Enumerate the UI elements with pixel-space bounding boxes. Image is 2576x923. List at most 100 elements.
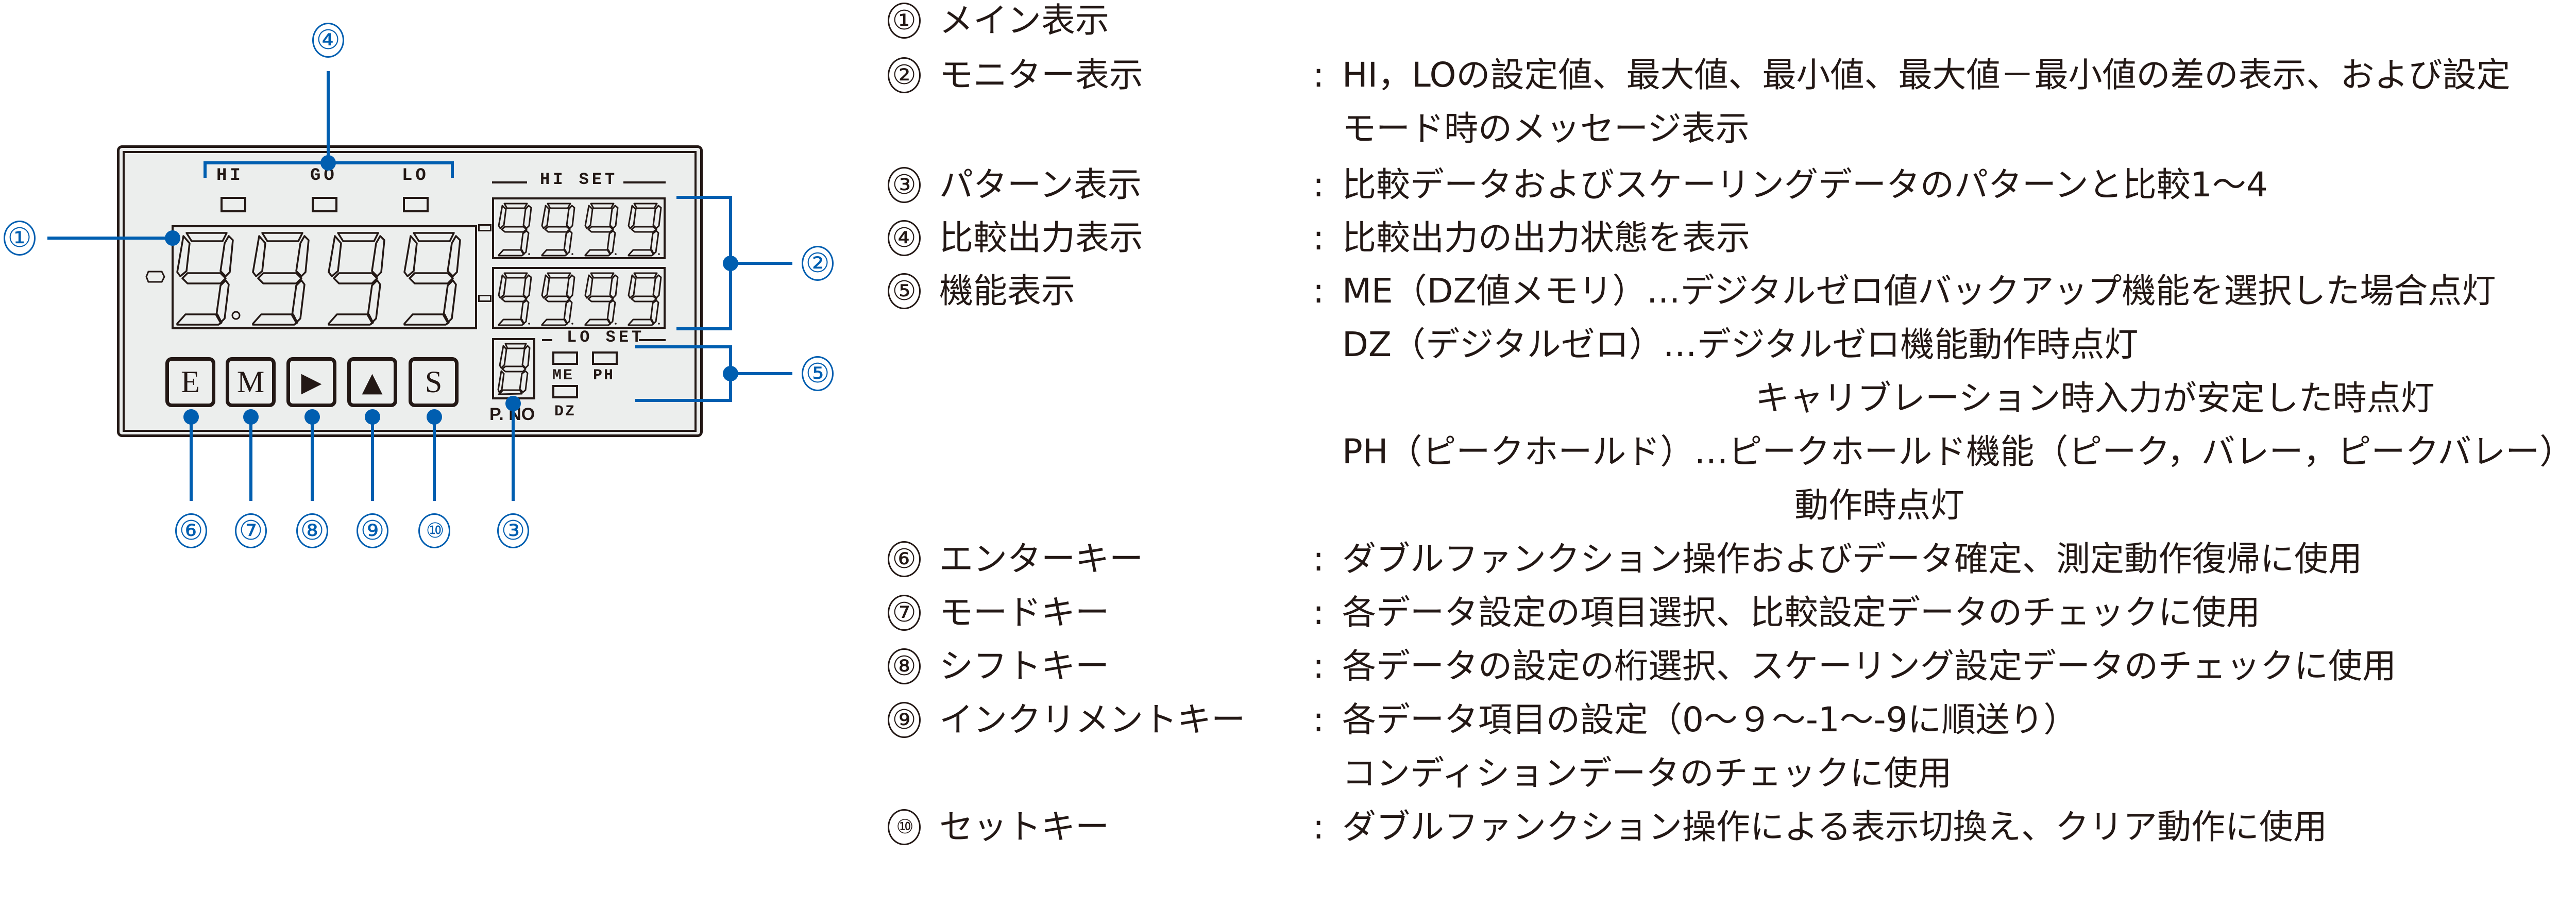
legend-name-6: エンターキー <box>939 539 1143 579</box>
callout-2-bracket-top <box>676 196 732 199</box>
callout-3-leader <box>512 404 515 501</box>
set-display-digits <box>498 203 662 326</box>
legend-name-10: セットキー <box>939 807 1109 847</box>
callout-6: ⑥ <box>175 513 207 548</box>
callout-9-leader <box>371 417 374 501</box>
ph-led <box>592 351 618 365</box>
pattern-digit-eight <box>497 343 531 395</box>
go-led <box>312 197 337 212</box>
callout-5-leader <box>731 372 792 375</box>
callout-6-leader <box>190 417 193 501</box>
lo-set-display <box>492 267 666 329</box>
ph-label: PH <box>593 367 615 384</box>
legend-desc-2-line-2: モード時のメッセージ表示 <box>1342 109 1750 148</box>
legend-sep-3: : <box>1313 165 1325 205</box>
legend-sep-4: : <box>1313 218 1325 258</box>
hi-set-rule-left <box>492 181 527 183</box>
legend-sep-5: : <box>1313 271 1325 311</box>
legend-sep-6: : <box>1313 539 1325 579</box>
me-label: ME <box>552 367 574 384</box>
hi-set-rule-right <box>623 181 666 183</box>
lo-set-rule-left <box>542 339 552 341</box>
legend-num-8: ⑧ <box>888 648 921 684</box>
callout-10-leader <box>433 417 436 501</box>
callout-1-leader <box>47 237 171 240</box>
legend-desc-6: ダブルファンクション操作およびデータ確定、測定動作復帰に使用 <box>1342 539 2362 579</box>
lo-set-label: LO SET <box>567 328 645 347</box>
legend-name-5: 機能表示 <box>939 271 1075 311</box>
lo-led <box>403 197 429 212</box>
hi-led <box>221 197 246 212</box>
legend-desc-2-line-1: HI，LOの設定値、最大値、最小値、最大値－最小値の差の表示、および設定 <box>1342 55 2511 95</box>
legend-name-1: メイン表示 <box>939 1 1109 40</box>
callout-7-leader <box>249 417 252 501</box>
legend-desc-9-line-1: 各データ項目の設定（0～９～-1～-9に順送り） <box>1342 700 2078 740</box>
legend-desc-9-line-2: コンディションデータのチェックに使用 <box>1342 753 1952 793</box>
legend-name-7: モードキー <box>939 593 1109 632</box>
callout-1: ① <box>4 221 36 256</box>
legend-num-6: ⑥ <box>888 541 921 577</box>
legend-desc-5-ph-cont: 動作時点灯 <box>1794 485 1964 525</box>
dz-label: DZ <box>554 403 577 421</box>
legend-desc-5-dz-cont: キャリブレーション時入力が安定した時点灯 <box>1755 378 2435 418</box>
hi-set-display <box>492 197 666 259</box>
legend-desc-10: ダブルファンクション操作による表示切換え、クリア動作に使用 <box>1342 807 2328 847</box>
legend-desc-5-me: ME（DZ値メモリ）…デジタルゼロ値バックアップ機能を選択した場合点灯 <box>1342 271 2496 311</box>
legend-num-5: ⑤ <box>888 273 921 309</box>
increment-key[interactable]: ▲ <box>347 357 397 407</box>
callout-4-bracket-left <box>204 161 207 178</box>
legend-num-9: ⑨ <box>888 702 921 738</box>
callout-3: ③ <box>497 513 529 548</box>
callout-4-bracket-right <box>451 161 454 178</box>
shift-key[interactable]: ▶ <box>286 357 336 407</box>
callout-5-bracket-top <box>635 345 732 348</box>
legend-desc-7: 各データ設定の項目選択、比較設定データのチェックに使用 <box>1342 593 2260 632</box>
indicator-label-lo: LO <box>402 166 429 186</box>
callout-4-leader <box>327 71 330 164</box>
legend-sep-8: : <box>1313 646 1325 686</box>
callout-8-leader <box>311 417 314 501</box>
callout-8: ⑧ <box>296 513 328 548</box>
legend-name-8: シフトキー <box>939 646 1109 686</box>
callout-4: ④ <box>312 23 344 58</box>
callout-2-leader <box>731 262 792 265</box>
legend-num-4: ④ <box>888 220 921 256</box>
legend-sep-10: : <box>1313 807 1325 847</box>
mode-key[interactable]: M <box>226 357 276 407</box>
lo-set-rule-right <box>639 339 666 341</box>
legend-desc-3: 比較データおよびスケーリングデータのパターンと比較1～4 <box>1342 165 2268 205</box>
legend-desc-5-dz: DZ（デジタルゼロ）…デジタルゼロ機能動作時点灯 <box>1342 325 2139 364</box>
callout-2-dot <box>723 256 738 271</box>
legend-name-4: 比較出力表示 <box>939 218 1143 258</box>
legend-num-2: ② <box>888 57 921 93</box>
legend-name-2: モニター表示 <box>939 55 1143 95</box>
legend-num-10: ⑩ <box>888 809 921 845</box>
legend-num-7: ⑦ <box>888 595 921 631</box>
callout-9: ⑨ <box>357 513 388 548</box>
enter-key[interactable]: E <box>165 357 215 407</box>
front-panel-diagram: HI GO LO 9.999 HI SET <box>0 0 876 923</box>
callout-1-dot <box>165 230 180 246</box>
legend-desc-5-ph: PH（ピークホールド）…ピークホールド機能（ピーク，バレー，ピークバレー） <box>1342 432 2574 472</box>
legend-sep-2: : <box>1313 55 1325 95</box>
lo-set-connector <box>478 295 492 302</box>
callout-2: ② <box>802 246 834 281</box>
legend-desc-8: 各データの設定の桁選択、スケーリング設定データのチェックに使用 <box>1342 646 2396 686</box>
legend-num-1: ① <box>888 3 921 39</box>
callout-7: ⑦ <box>235 513 267 548</box>
minus-sign-segment <box>145 271 165 283</box>
main-display-digits <box>176 232 461 326</box>
hi-set-connector <box>478 224 492 231</box>
legend-sep-7: : <box>1313 593 1325 632</box>
callout-5-dot <box>723 366 738 381</box>
callout-2-bracket-bottom <box>676 327 732 330</box>
legend-name-3: パターン表示 <box>939 165 1142 205</box>
main-display <box>172 225 477 329</box>
hi-set-label: HI SET <box>540 170 618 189</box>
callout-5-bracket-bottom <box>635 399 732 402</box>
callout-4-dot <box>320 155 336 171</box>
callout-10: ⑩ <box>418 513 450 548</box>
set-key[interactable]: S <box>409 357 459 407</box>
dz-led <box>552 385 578 398</box>
legend-num-3: ③ <box>888 167 921 203</box>
